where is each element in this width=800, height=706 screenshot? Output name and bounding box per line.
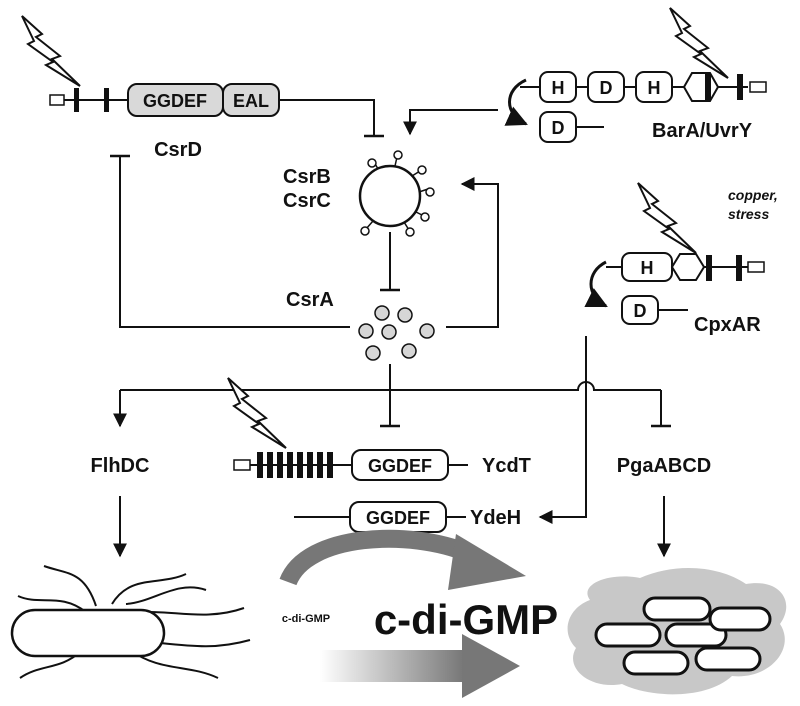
csra-protein-dots [358, 305, 435, 361]
lightning-icon [669, 7, 729, 79]
ycdt-label: YcdT [482, 455, 531, 477]
cpxar-label: CpxAR [694, 314, 761, 336]
h-domain-label: H [552, 78, 565, 98]
csrd-inhibition-line [296, 99, 375, 136]
stress-label: stress [728, 206, 769, 222]
barauvry-system: H D H D BarA/UvrY [504, 7, 767, 143]
copper-label: copper, [728, 187, 778, 203]
d-domain-label: D [552, 118, 565, 138]
cdigmp-small-label: c-di-GMP [282, 613, 330, 625]
barauvry-label: BarA/UvrY [652, 120, 753, 142]
eal-label: EAL [233, 91, 269, 111]
biofilm-icon [567, 567, 787, 695]
pgaabcd-label: PgaABCD [617, 455, 711, 477]
lightning-icon [637, 182, 697, 254]
csrb-label: CsrB [283, 166, 331, 188]
csrd-label: CsrD [154, 139, 202, 161]
csrb-csrc-srna: CsrB CsrC [283, 150, 435, 237]
ycdt-protein: GGDEF YcdT [227, 377, 531, 481]
d-domain-label: D [634, 301, 647, 321]
d-domain-label: D [600, 78, 613, 98]
csrc-label: CsrC [283, 190, 331, 212]
flhdc-label: FlhDC [91, 455, 150, 477]
ydeh-label: YdeH [470, 507, 521, 529]
curved-cdigmp-arrow [279, 529, 474, 587]
csrd-protein: GGDEF EAL CsrD [21, 15, 296, 161]
lightning-icon [21, 15, 81, 87]
h-domain-label: H [641, 258, 654, 278]
ggdef-label: GGDEF [366, 508, 430, 528]
cpxar-system: copper, stress H D CpxAR [584, 182, 778, 336]
barauvry-activation-arrow [403, 109, 498, 136]
lightning-icon [227, 377, 287, 449]
gradient-arrow-shaft [320, 650, 464, 682]
ggdef-label: GGDEF [368, 456, 432, 476]
ggdef-label: GGDEF [143, 91, 207, 111]
bacterium-icon [10, 565, 251, 679]
cdigmp-large-label: c-di-GMP [374, 596, 558, 643]
csra-label: CsrA [286, 289, 334, 311]
ydeh-protein: GGDEF YdeH [294, 501, 521, 533]
h-domain-label: H [648, 78, 661, 98]
